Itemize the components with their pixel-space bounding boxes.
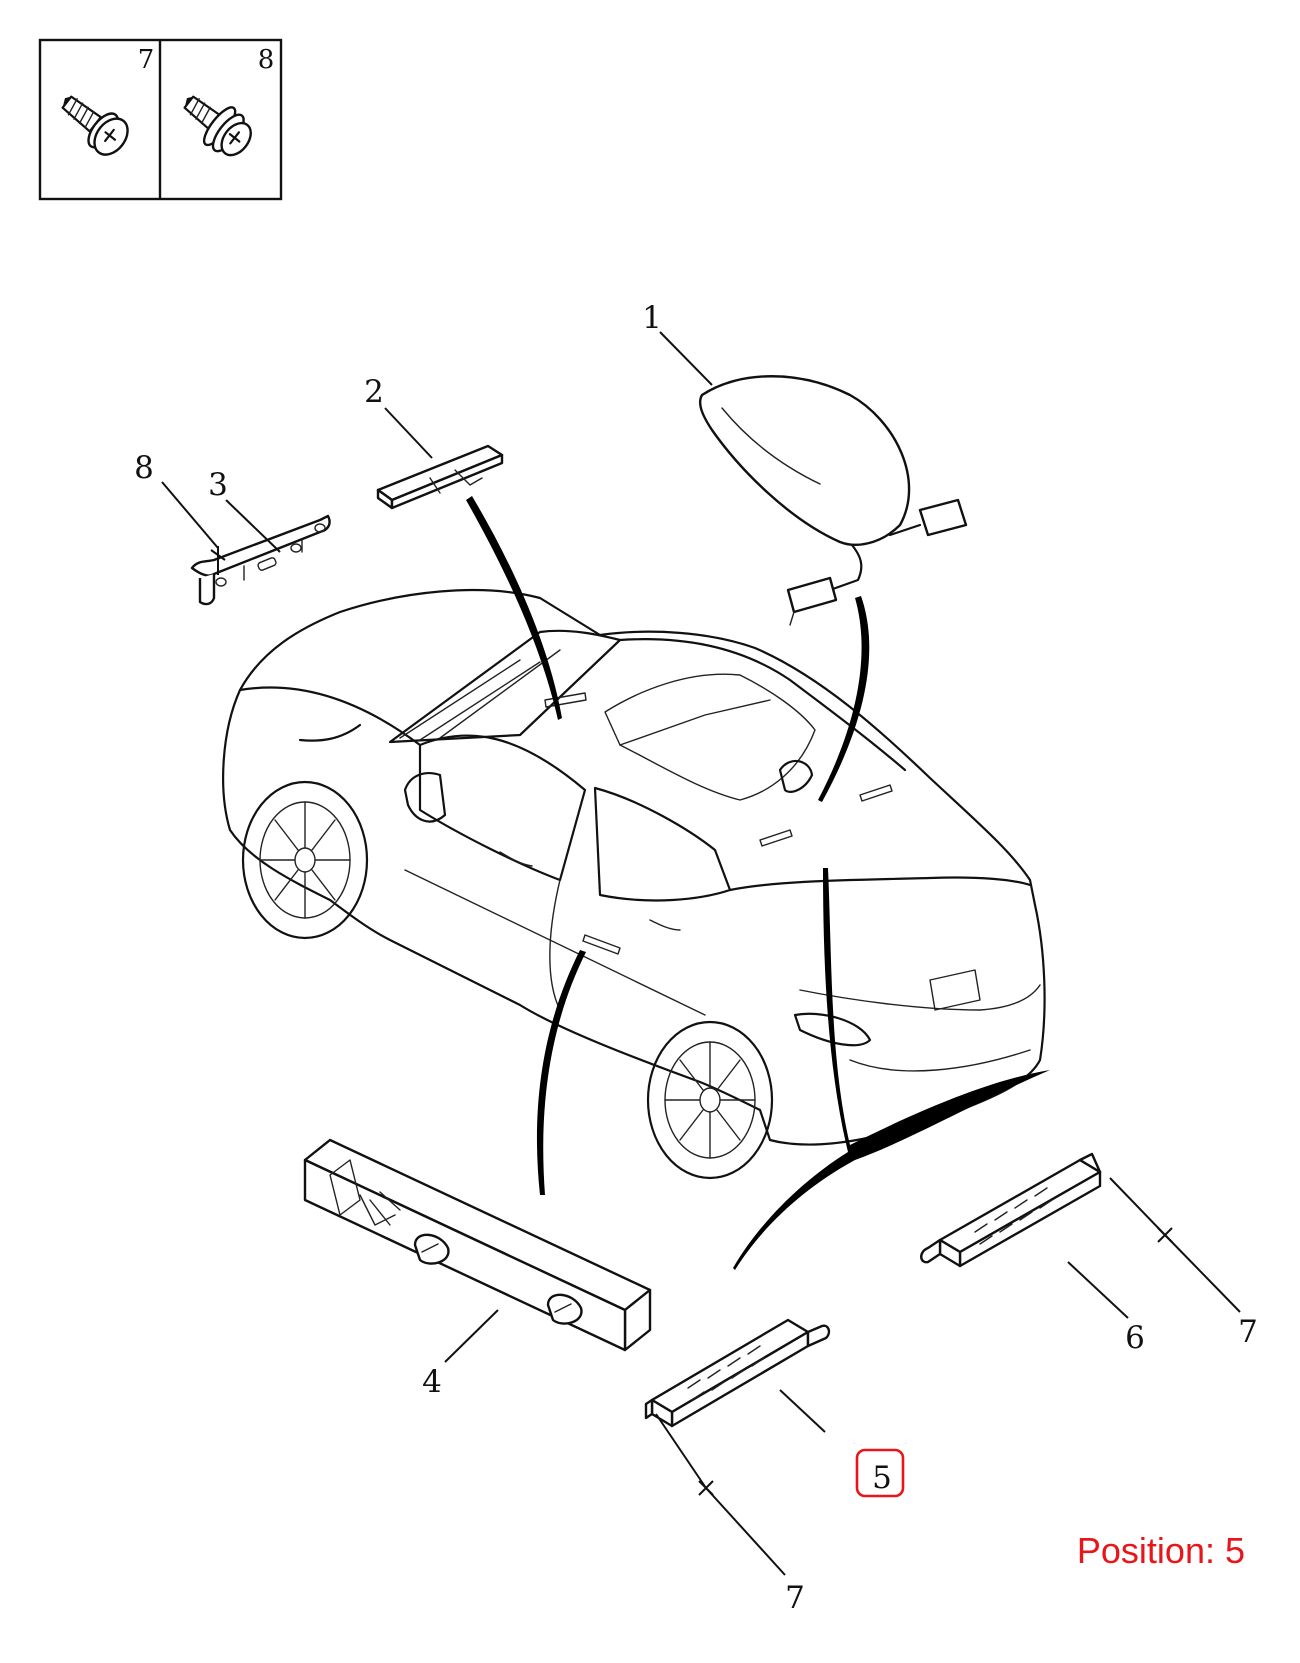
- legend-number-7: 7: [138, 45, 155, 75]
- callout-8: 8: [134, 450, 154, 486]
- legend-number-8: 8: [258, 45, 275, 75]
- callout-leaders: [161, 331, 1241, 1576]
- leader-sweeps: [466, 496, 1050, 1270]
- part-2-sensor: [376, 444, 504, 510]
- part-3-bracket: [190, 514, 331, 606]
- part-1-roof-antenna: [698, 375, 968, 626]
- part-4-beam-module: [303, 1138, 652, 1352]
- self-tapping-screw-icon: [61, 95, 129, 156]
- part-5-sensor-module: [644, 1318, 831, 1428]
- callout-numbers: 1 2 3 8 4 6 7 7 5: [134, 300, 1258, 1616]
- flange-head-screw-icon: [183, 95, 252, 157]
- callout-4: 4: [422, 1364, 442, 1400]
- callout-7-bottom: 7: [785, 1580, 805, 1616]
- vehicle-outline: [222, 588, 1046, 1180]
- callout-7-right: 7: [1238, 1314, 1258, 1350]
- part-6-sensor-module: [920, 1152, 1102, 1268]
- fastener-legend: 7 8: [38, 38, 283, 201]
- callout-6: 6: [1125, 1320, 1145, 1356]
- callout-1: 1: [642, 300, 662, 336]
- position-highlight-box: [855, 1448, 905, 1498]
- callout-3: 3: [208, 467, 228, 503]
- position-label: Position: 5: [1076, 1530, 1245, 1571]
- callout-5: 5: [872, 1460, 892, 1496]
- callout-2: 2: [364, 374, 384, 410]
